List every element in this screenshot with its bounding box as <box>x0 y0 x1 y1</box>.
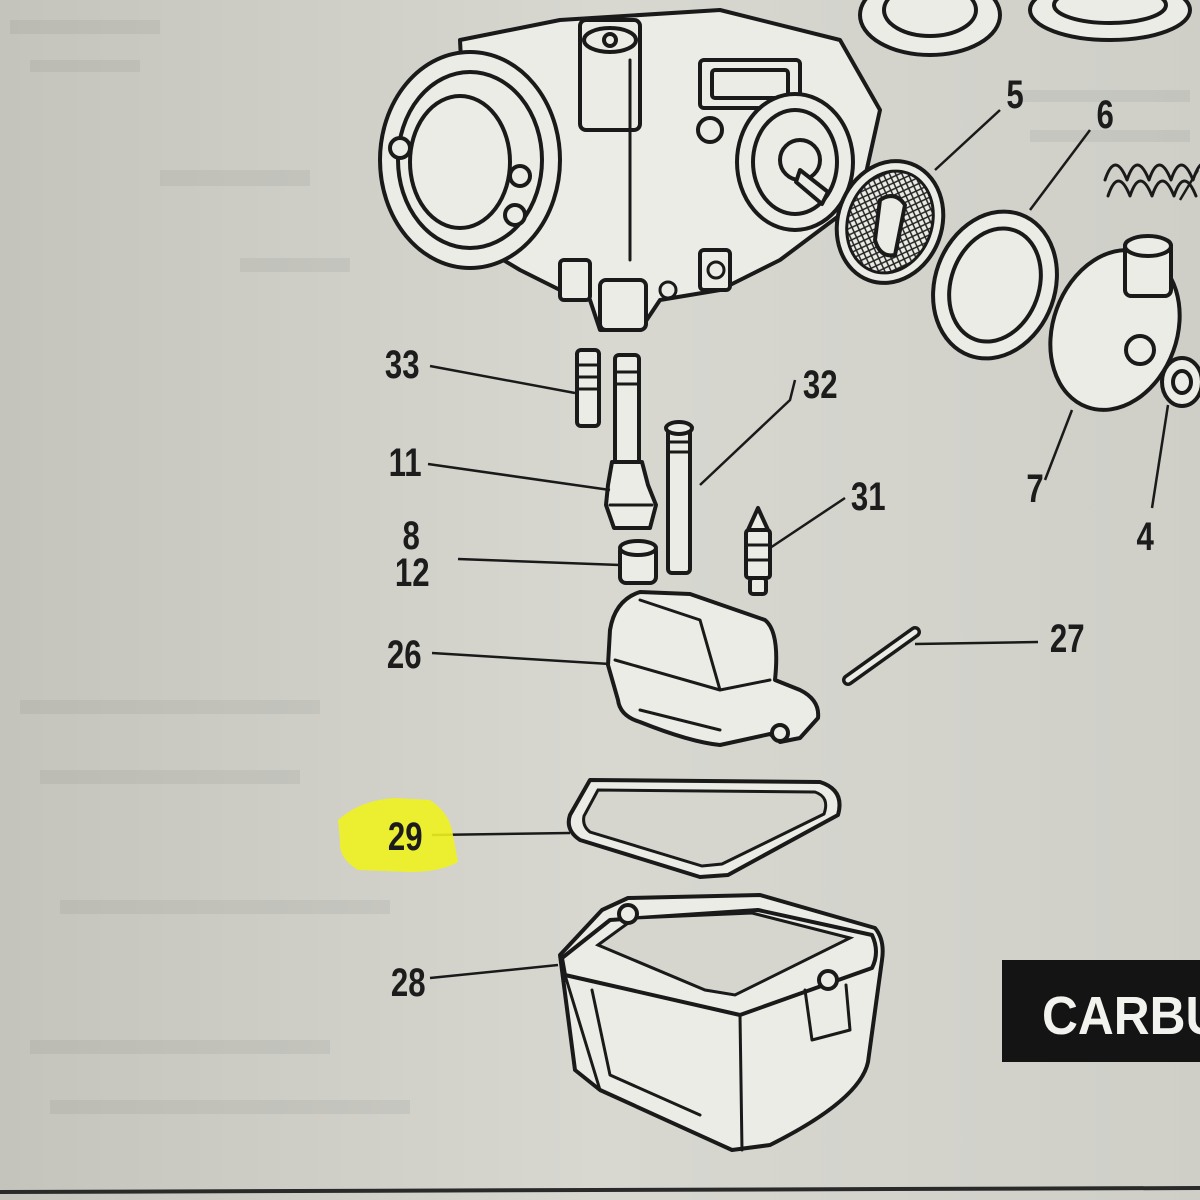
callout-26: 26 <box>387 632 422 677</box>
callout-32: 32 <box>803 362 838 407</box>
section-banner-title: CARBU <box>1042 985 1200 1045</box>
callout-33: 33 <box>385 342 420 387</box>
callout-8: 8 <box>402 513 419 558</box>
callout-5: 5 <box>1006 72 1023 117</box>
callout-29: 29 <box>388 814 423 859</box>
callout-28: 28 <box>391 960 426 1005</box>
top-right-fittings <box>858 0 1192 57</box>
bleed-through-text <box>10 20 1190 1114</box>
part-29-bowl-gasket <box>566 778 842 879</box>
part-31-needle-valve <box>744 506 772 596</box>
part-7-cover-cap <box>1048 234 1182 412</box>
leader-lines <box>427 109 1200 980</box>
part-4-washer <box>1160 356 1200 408</box>
part-33-jet <box>575 348 601 428</box>
part-12-nut <box>618 539 658 585</box>
callout-labels: 33 32 11 31 8 12 26 27 29 28 5 6 7 4 <box>385 72 1154 1005</box>
part-26-float <box>606 590 821 747</box>
callout-4: 4 <box>1136 514 1153 559</box>
callout-11: 11 <box>389 440 422 485</box>
callout-31: 31 <box>851 474 886 519</box>
part-32-long-jet <box>664 420 694 575</box>
page-bottom-rule <box>0 1186 1200 1194</box>
carburetor-body <box>378 8 882 332</box>
part-28-float-bowl <box>558 893 885 1152</box>
section-banner: CARBU <box>1002 960 1200 1062</box>
highlighter-mark <box>338 798 458 872</box>
callout-12: 12 <box>395 550 430 595</box>
part-27-float-pin <box>842 626 921 686</box>
callout-27: 27 <box>1050 616 1085 661</box>
callout-6: 6 <box>1096 92 1113 137</box>
part-5-filter-screen <box>834 159 946 285</box>
part-11-emulsion-tube <box>604 353 658 530</box>
callout-7: 7 <box>1026 466 1043 511</box>
part-6-ring-gasket <box>931 209 1059 361</box>
